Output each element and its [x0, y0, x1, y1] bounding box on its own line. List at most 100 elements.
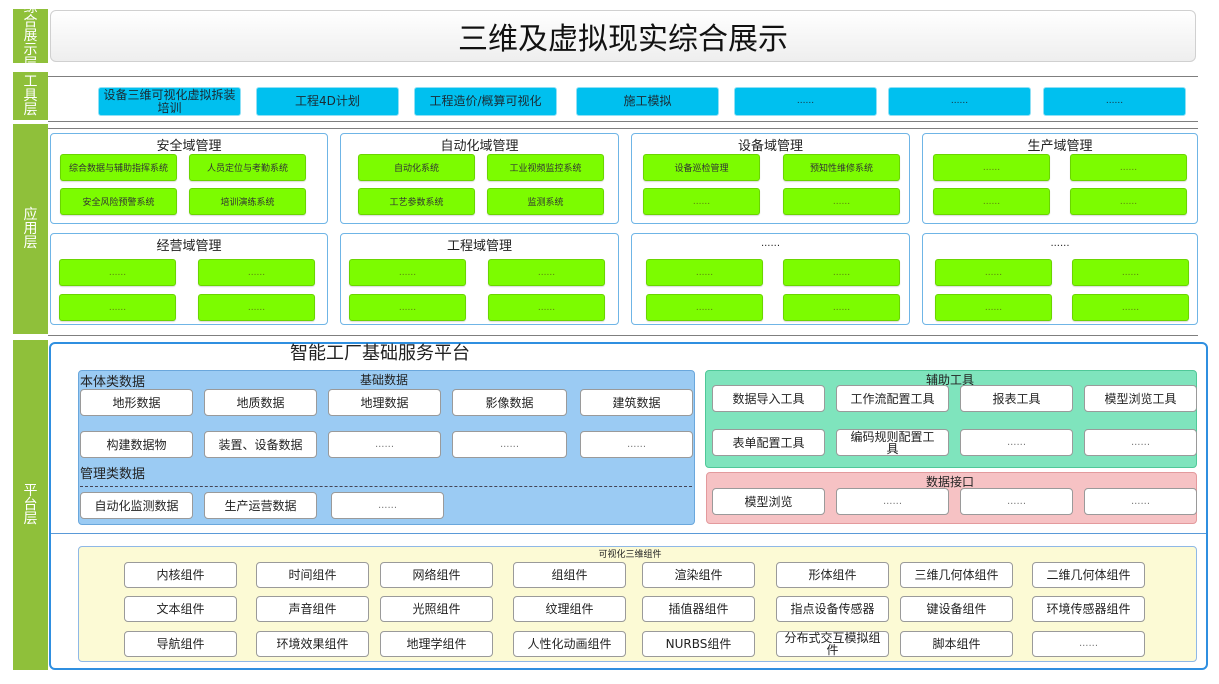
app-system[interactable]: 监测系统 [487, 188, 604, 215]
app-system[interactable]: ...... [59, 294, 176, 321]
domain-panel-equipment: 设备域管理 设备巡检管理 预知性维修系统 ...... ...... [631, 133, 910, 224]
interface-item[interactable]: 模型浏览 [712, 488, 825, 515]
data-item[interactable]: 建筑数据 [580, 389, 693, 416]
component-item[interactable]: 导航组件 [124, 631, 237, 657]
app-system[interactable]: ...... [1072, 294, 1189, 321]
data-item[interactable]: ...... [331, 492, 444, 519]
app-system[interactable]: ...... [59, 259, 176, 286]
app-system[interactable]: ...... [198, 259, 315, 286]
tool-button[interactable]: ...... [734, 87, 877, 116]
app-system[interactable]: ...... [783, 188, 900, 215]
app-system[interactable]: 设备巡检管理 [643, 154, 760, 181]
data-item[interactable]: 地质数据 [204, 389, 317, 416]
component-item[interactable]: 指点设备传感器 [776, 596, 889, 622]
separator-line [48, 76, 1198, 77]
aux-tools-title: 辅助工具 [925, 373, 974, 387]
aux-tool[interactable]: 报表工具 [960, 385, 1073, 412]
component-item[interactable]: 分布式交互模拟组件 [776, 631, 889, 657]
data-item[interactable]: 影像数据 [452, 389, 567, 416]
component-item[interactable]: 地理学组件 [380, 631, 493, 657]
component-item[interactable]: ...... [1032, 631, 1145, 657]
aux-tool[interactable]: 数据导入工具 [712, 385, 825, 412]
data-item[interactable]: ...... [580, 431, 693, 458]
component-item[interactable]: 形体组件 [776, 562, 889, 588]
aux-tool[interactable]: 模型浏览工具 [1084, 385, 1197, 412]
component-item[interactable]: 纹理组件 [513, 596, 626, 622]
component-item[interactable]: 三维几何体组件 [900, 562, 1013, 588]
app-system[interactable]: ...... [783, 294, 900, 321]
layer-label-tools: 工具层 [13, 72, 48, 120]
data-item[interactable]: ...... [328, 431, 441, 458]
app-system[interactable]: 综合数据与辅助指挥系统 [60, 154, 177, 181]
app-system[interactable]: ...... [349, 294, 466, 321]
app-system[interactable]: 工艺参数系统 [358, 188, 475, 215]
aux-tool[interactable]: ...... [960, 429, 1073, 456]
domain-panel-operations: 经营域管理 ...... ...... ...... ...... [50, 233, 328, 325]
component-item[interactable]: 环境效果组件 [256, 631, 369, 657]
app-system[interactable]: ...... [643, 188, 760, 215]
app-system[interactable]: ...... [198, 294, 315, 321]
interface-item[interactable]: ...... [836, 488, 949, 515]
component-item[interactable]: 键设备组件 [900, 596, 1013, 622]
component-item[interactable]: 时间组件 [256, 562, 369, 588]
component-item[interactable]: 二维几何体组件 [1032, 562, 1145, 588]
app-system[interactable]: 安全风险预警系统 [60, 188, 177, 215]
component-item[interactable]: 人性化动画组件 [513, 631, 626, 657]
data-item[interactable]: 地形数据 [80, 389, 193, 416]
data-item[interactable]: ...... [452, 431, 567, 458]
app-system[interactable]: 培训演练系统 [189, 188, 306, 215]
app-system[interactable]: ...... [933, 188, 1050, 215]
domain-title: 设备域管理 [737, 139, 803, 154]
data-item[interactable]: 自动化监测数据 [80, 492, 193, 519]
app-system[interactable]: ...... [488, 259, 605, 286]
interface-item[interactable]: ...... [1084, 488, 1197, 515]
data-item[interactable]: 地理数据 [328, 389, 441, 416]
component-item[interactable]: 组组件 [513, 562, 626, 588]
app-system[interactable]: ...... [1070, 154, 1187, 181]
separator-line [48, 128, 1198, 129]
app-system[interactable]: 人员定位与考勤系统 [189, 154, 306, 181]
app-system[interactable]: 预知性维修系统 [783, 154, 900, 181]
separator-line [48, 335, 1198, 336]
page-title: 三维及虚拟现实综合展示 [50, 10, 1196, 62]
app-system[interactable]: ...... [935, 294, 1052, 321]
app-system[interactable]: ...... [935, 259, 1052, 286]
aux-tool[interactable]: 工作流配置工具 [836, 385, 949, 412]
app-system[interactable]: ...... [933, 154, 1050, 181]
data-item[interactable]: 构建数据物 [80, 431, 193, 458]
component-item[interactable]: 声音组件 [256, 596, 369, 622]
component-item[interactable]: 网络组件 [380, 562, 493, 588]
component-item[interactable]: 光照组件 [380, 596, 493, 622]
tool-button[interactable]: 设备三维可视化虚拟拆装培训 [98, 87, 241, 116]
app-system[interactable]: 工业视频监控系统 [487, 154, 604, 181]
component-item[interactable]: NURBS组件 [642, 631, 755, 657]
tool-button[interactable]: 施工模拟 [576, 87, 719, 116]
data-item[interactable]: 装置、设备数据 [204, 431, 317, 458]
app-system[interactable]: 自动化系统 [358, 154, 475, 181]
tool-button[interactable]: ...... [888, 87, 1031, 116]
app-system[interactable]: ...... [646, 259, 763, 286]
data-item[interactable]: 生产运营数据 [204, 492, 317, 519]
component-item[interactable]: 脚本组件 [900, 631, 1013, 657]
app-system[interactable]: ...... [783, 259, 900, 286]
tool-button[interactable]: 工程4D计划 [256, 87, 399, 116]
app-system[interactable]: ...... [1072, 259, 1189, 286]
aux-tool[interactable]: 编码规则配置工具 [836, 429, 949, 456]
app-system[interactable]: ...... [646, 294, 763, 321]
interface-item[interactable]: ...... [960, 488, 1073, 515]
mgmt-data-label: 管理类数据 [80, 467, 146, 482]
app-system[interactable]: ...... [488, 294, 605, 321]
component-item[interactable]: 渲染组件 [642, 562, 755, 588]
component-item[interactable]: 内核组件 [124, 562, 237, 588]
aux-tool[interactable]: ...... [1084, 429, 1197, 456]
app-system[interactable]: ...... [1070, 188, 1187, 215]
component-item[interactable]: 插值器组件 [642, 596, 755, 622]
app-system[interactable]: ...... [349, 259, 466, 286]
aux-tool[interactable]: 表单配置工具 [712, 429, 825, 456]
layer-label-apps: 应用层 [13, 124, 48, 334]
component-item[interactable]: 环境传感器组件 [1032, 596, 1145, 622]
tool-button[interactable]: 工程造价/概算可视化 [414, 87, 557, 116]
tool-button[interactable]: ...... [1043, 87, 1186, 116]
basic-data-label: 基础数据 [360, 373, 409, 387]
component-item[interactable]: 文本组件 [124, 596, 237, 622]
